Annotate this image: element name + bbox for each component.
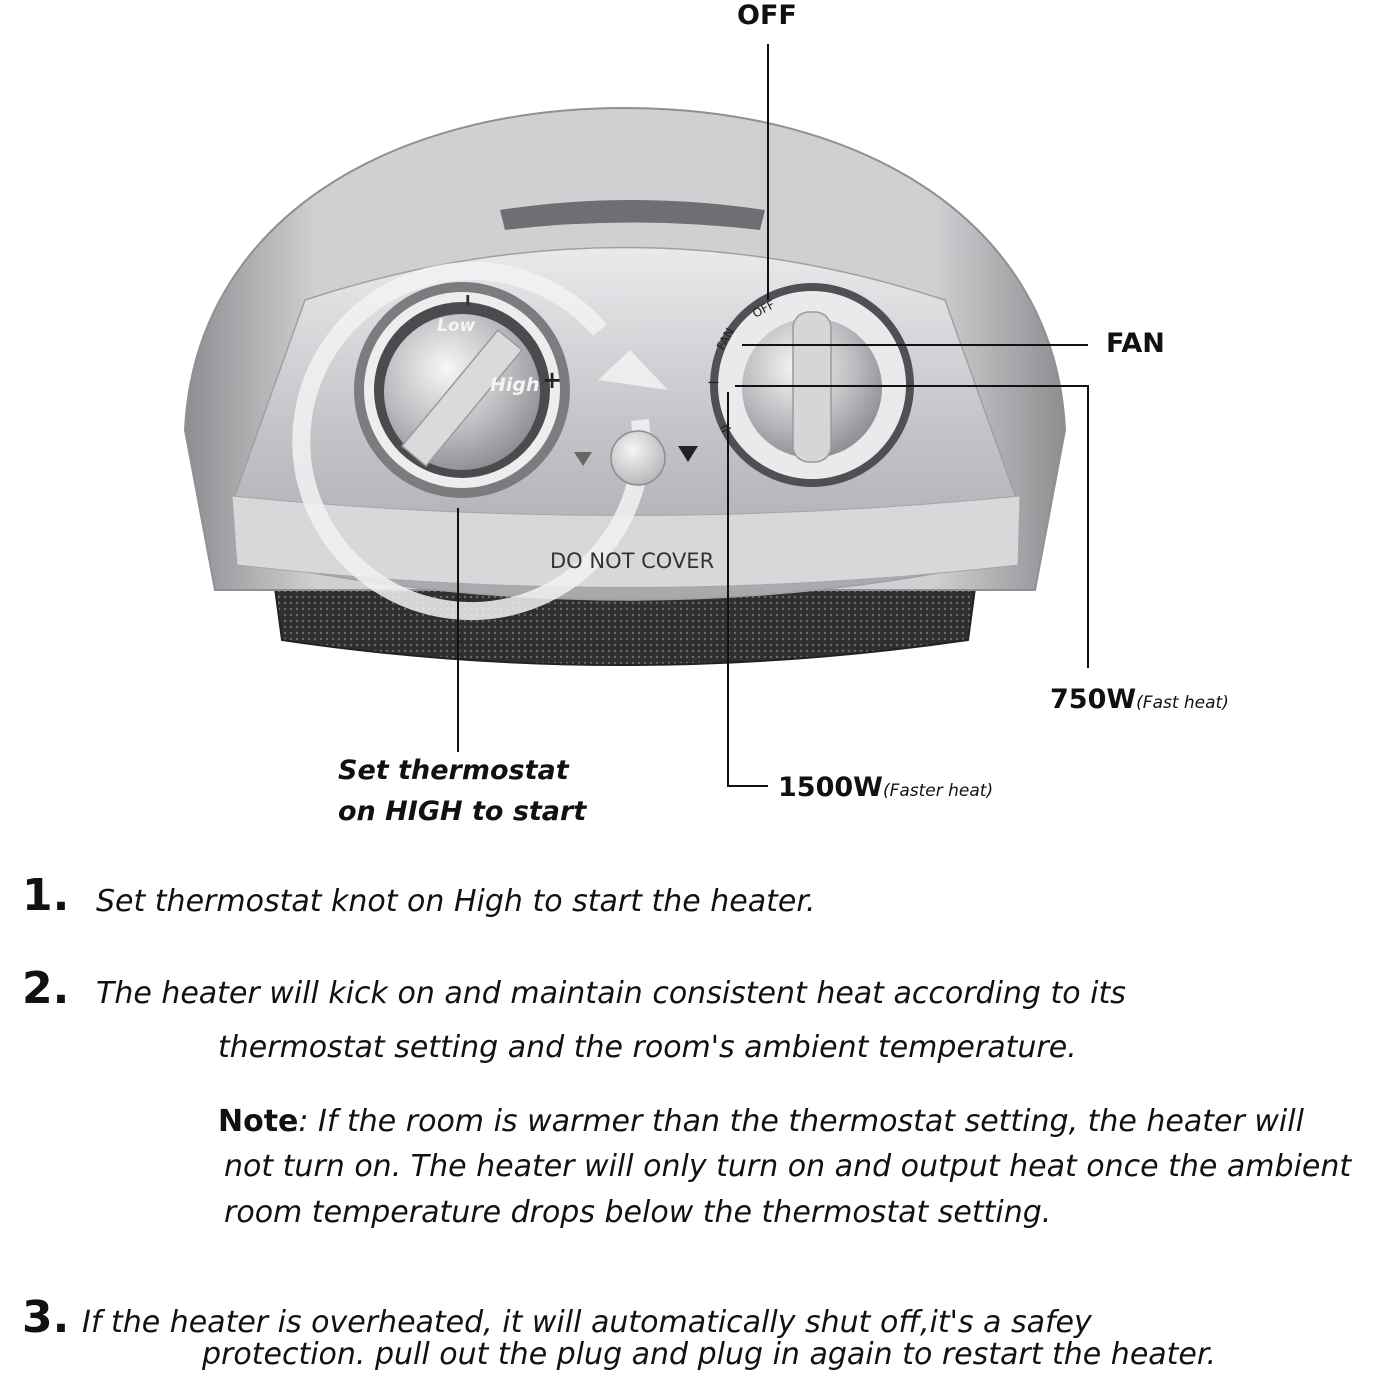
note-text-line3: room temperature drops below the thermos… [224,1195,1052,1230]
step-2-text-line2: thermostat setting and the room's ambien… [218,1030,1077,1065]
w1500-value: 1500W [778,772,883,803]
step-1-text: Set thermostat knot on High to start the… [96,884,816,919]
right-triangle-icon [678,446,698,462]
do-not-cover-label: DO NOT COVER [550,549,715,573]
off-callout: OFF [737,0,797,31]
w1500-callout: 1500W(Faster heat) [778,772,993,803]
w750-note: (Fast heat) [1136,693,1229,713]
note-text-line1: : If the room is warmer than the thermos… [298,1104,1304,1139]
fan-dial-one-label: I [707,380,723,385]
thermostat-mark-label: I [465,292,471,310]
step-3-text-line2: protection. pull out the plug and plug i… [202,1337,1216,1372]
step-1-number: 1. [22,870,70,921]
heater-top-recess [500,200,765,230]
heater-lower-band [231,495,1021,588]
circular-arrow-icon [292,262,651,621]
thermostat-callout-line1: Set thermostat [338,755,569,786]
thermostat-callout: Set thermostat on HIGH to start [338,750,586,832]
step-3-text-line1: If the heater is overheated, it will aut… [82,1305,1092,1340]
left-triangle-icon [574,452,592,466]
heater-illustration [183,44,1089,787]
thermostat-high-label: High [490,374,540,396]
thermostat-callout-line2: on HIGH to start [338,796,587,827]
w750-value: 750W [1050,684,1137,715]
callout-lines [457,44,1089,787]
w1500-note: (Faster heat) [882,781,994,801]
step-3-number: 3. [22,1292,70,1343]
thermostat-plus-label: + [542,366,563,394]
step-2-number: 2. [22,963,70,1014]
note-text-line2: not turn on. The heater will only turn o… [224,1149,1352,1184]
w750-callout: 750W(Fast heat) [1050,684,1229,715]
circular-arrow-head [598,350,668,390]
fan-callout: FAN [1106,328,1165,359]
note-line1: Note: If the room is warmer than the the… [218,1104,1304,1139]
step-2-text-line1: The heater will kick on and maintain con… [96,976,1126,1011]
thermostat-low-label: Low [437,316,476,336]
note-label: Note [218,1104,299,1139]
indicator-light [610,430,666,486]
